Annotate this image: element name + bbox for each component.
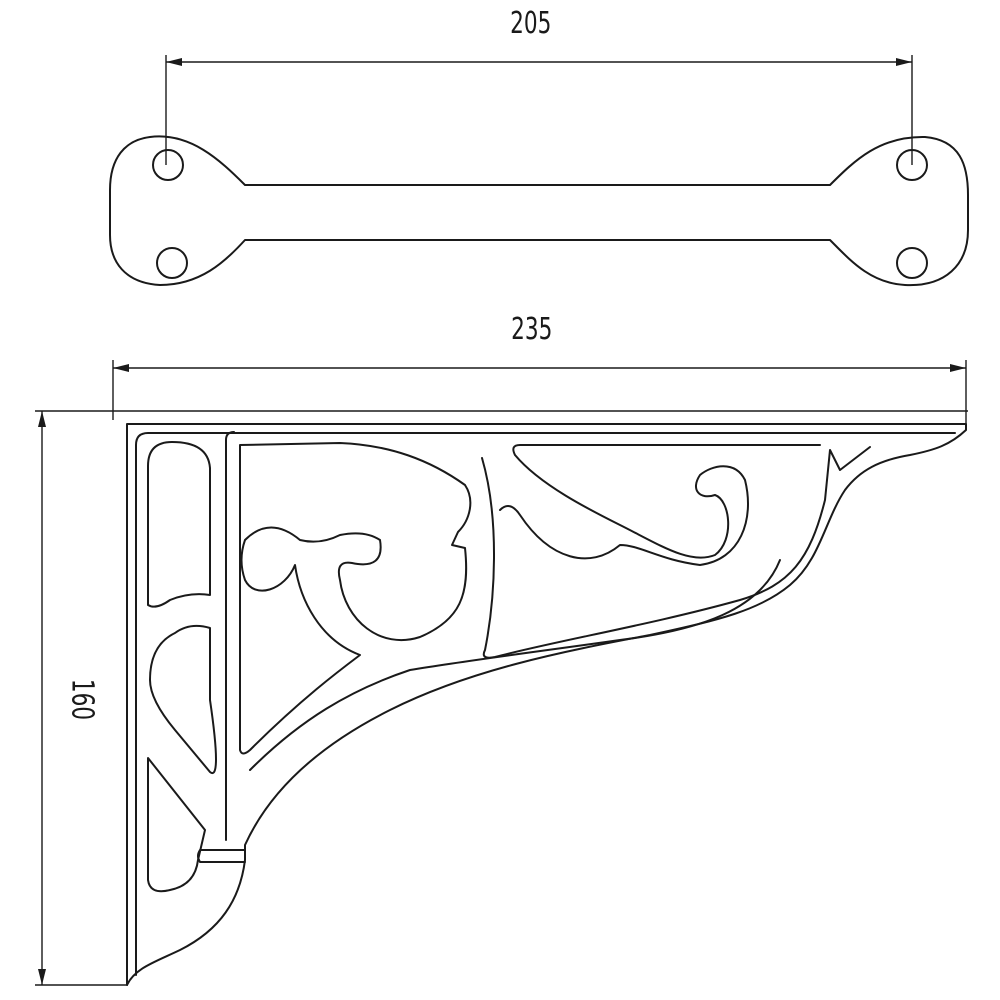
dimension-label-205: 205 (510, 6, 552, 41)
dimension-label-160: 160 (64, 678, 100, 721)
plate-outline (109, 135, 969, 287)
mounting-plate (109, 135, 969, 287)
bracket-outline (126, 423, 967, 986)
dimension-205 (165, 55, 913, 165)
dimension-label-235: 235 (511, 312, 553, 347)
hole-bottom-right (896, 247, 928, 279)
hole-top-left (152, 149, 184, 181)
dimension-235 (112, 360, 967, 425)
bracket-side-view (126, 423, 967, 986)
dimension-160 (35, 410, 968, 986)
hole-bottom-left (156, 247, 188, 279)
